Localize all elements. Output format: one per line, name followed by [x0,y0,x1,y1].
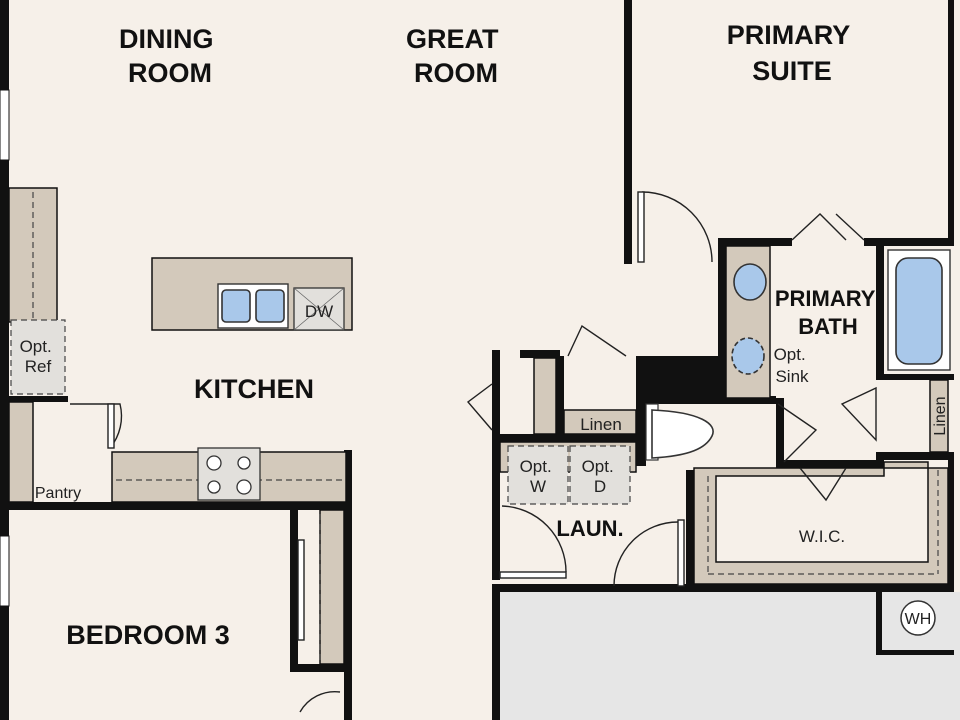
laundry-label: LAUN. [556,516,623,541]
primary-suite-label: PRIMARY SUITE [727,20,858,86]
dishwasher-label: DW [305,302,333,321]
opt-sink-label: Opt. Sink [774,345,811,386]
water-heater [900,600,936,636]
cooktop [197,447,261,501]
window-bedroom [0,535,10,607]
opt-bath-sink [731,337,765,375]
linen-bath-label: Linen [932,396,949,435]
opt-washer-label: Opt. W [520,457,557,496]
kitchen-label: KITCHEN [194,374,314,404]
primary-bath-label: PRIMARY BATH [775,286,881,339]
linen-hall-label: Linen [580,415,622,434]
opt-dryer-label: Opt. D [582,457,619,496]
pantry-label: Pantry [35,485,81,502]
opt-ref-label: Opt. Ref [20,337,57,376]
bath-sink [733,263,767,301]
great-room-label: GREAT ROOM [406,24,506,88]
wic-label: W.I.C. [799,527,845,546]
water-heater-label: WH [905,611,932,628]
bedroom3-label: BEDROOM 3 [66,620,230,650]
garage-area [500,592,960,720]
toilet-bowl [651,409,714,459]
opt-ref-space [10,319,66,395]
doors [70,191,877,713]
opt-dryer [569,445,631,505]
window-dining [0,89,10,161]
opt-washer [507,445,569,505]
dining-room-label: DINING ROOM [119,24,221,88]
